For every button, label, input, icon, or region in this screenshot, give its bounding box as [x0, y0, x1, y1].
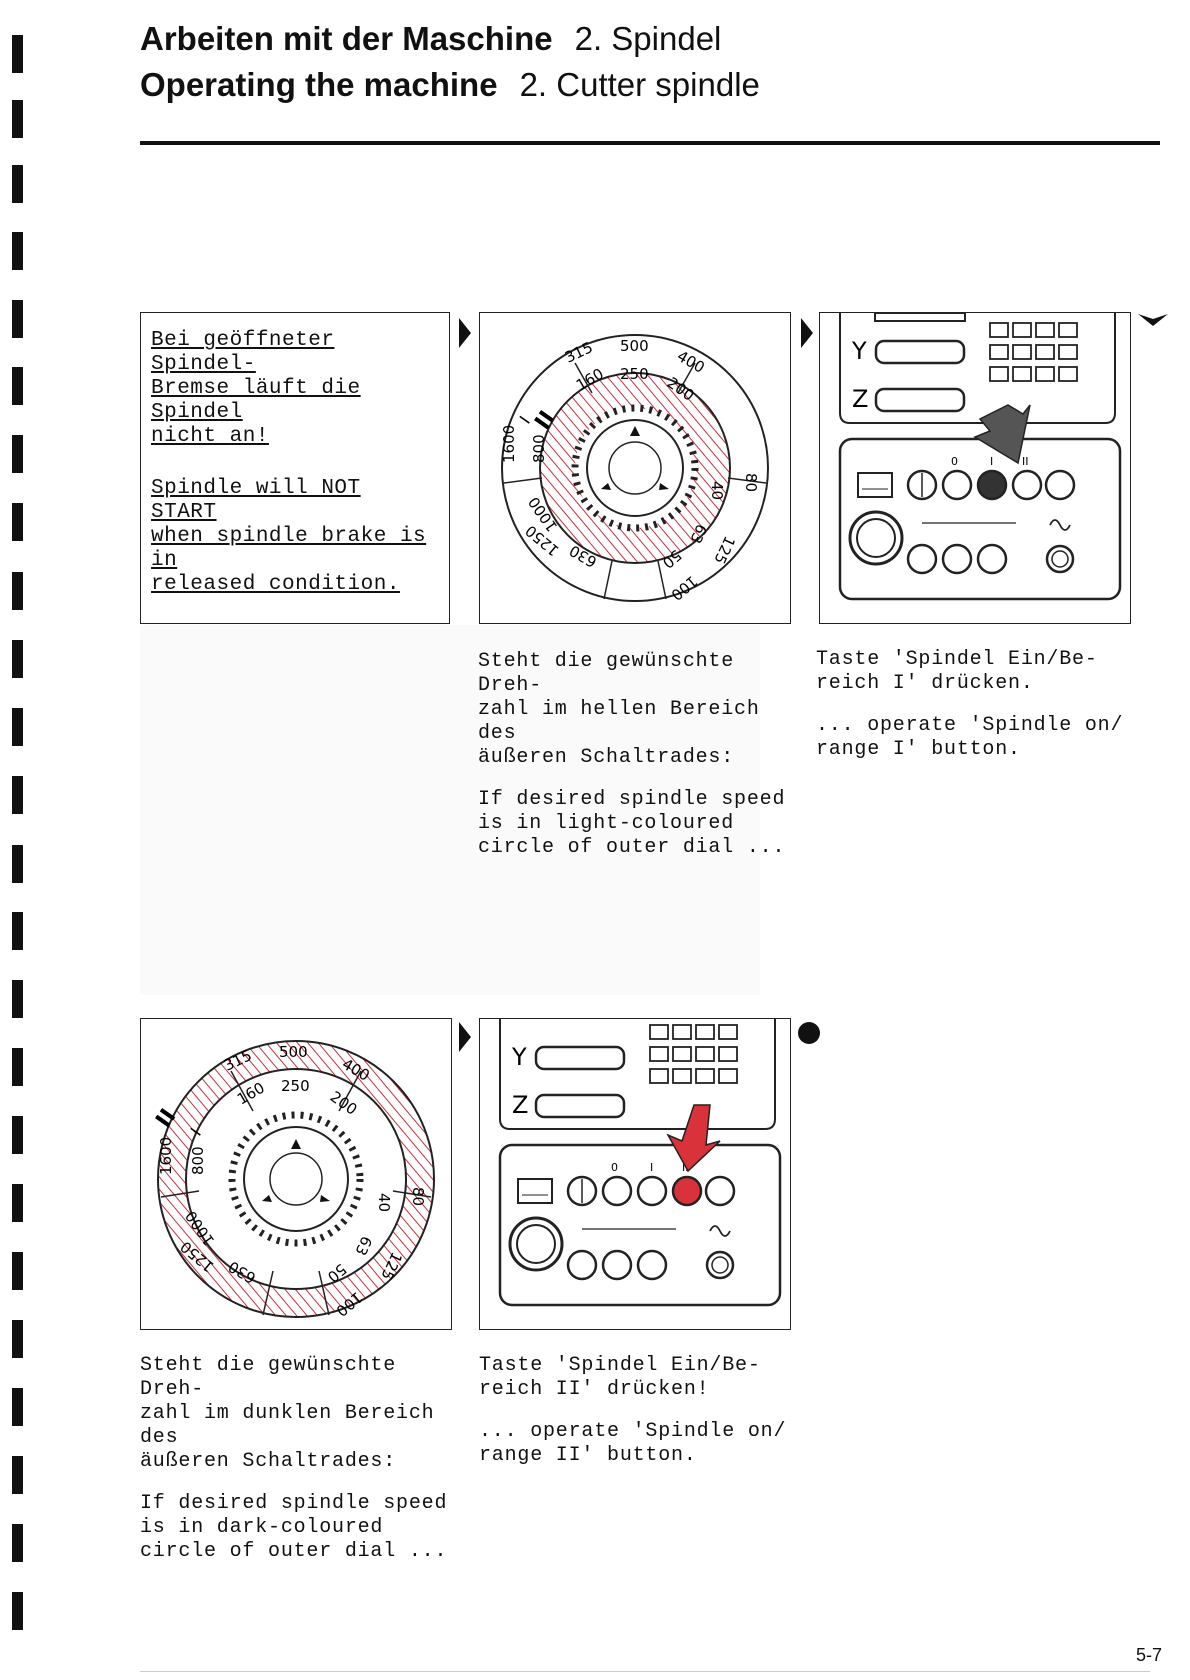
heading-english: Operating the machine 2. Cutter spindle	[140, 66, 760, 104]
end-marker-dot-icon	[798, 1022, 820, 1044]
caption-light-en-2: is in light-coloured	[478, 812, 735, 835]
heading-german-title: Arbeiten mit der Maschine	[140, 20, 553, 57]
caption-light-de-2: zahl im hellen Bereich des	[478, 698, 760, 745]
caption-light-de-1: Steht die gewünschte Dreh-	[478, 650, 735, 697]
dial-label: 80	[742, 473, 760, 492]
caption-dark-de-2: zahl im dunklen Bereich des	[140, 1402, 435, 1449]
page-number: 5-7	[1135, 1645, 1162, 1665]
axis-z-label: Z	[512, 1091, 528, 1119]
caption-dark-dial: Steht die gewünschte Dreh-zahl im dunkle…	[140, 1354, 460, 1582]
caption-light-en-3: circle of outer dial ...	[478, 836, 786, 859]
caption-range2-en-1: ... operate 'Spindle on/	[479, 1420, 787, 1443]
axis-y-label: Y	[851, 337, 867, 365]
dial-label: 40	[708, 481, 726, 500]
dial-label: 80	[409, 1187, 427, 1206]
heading-german: Arbeiten mit der Maschine 2. Spindel	[140, 20, 721, 58]
position-one-label: I	[650, 1161, 653, 1174]
notice-en-line-3: released condition.	[151, 573, 400, 596]
dial-label: 1600	[500, 425, 518, 463]
axis-z-label: Z	[852, 385, 868, 413]
position-zero-label: 0	[951, 455, 958, 468]
caption-light-de-3: äußeren Schaltrades:	[478, 746, 735, 769]
caption-range-one: Taste 'Spindel Ein/Be-reich I' drücken. …	[816, 648, 1136, 780]
dial-label: 250	[281, 1077, 310, 1095]
caption-range2-de-2: reich II' drücken!	[479, 1378, 710, 1401]
control-panel-range-two: Y Z 0 I II	[479, 1018, 791, 1330]
footer-line	[140, 1671, 1150, 1672]
notice-de-line-1: Bei geöffneter Spindel-	[151, 329, 335, 376]
continue-down-arrow-icon	[1138, 314, 1168, 326]
dial-label: 250	[620, 365, 649, 383]
next-step-arrow-icon	[801, 318, 813, 348]
position-one-label: I	[990, 455, 993, 468]
dial-label: 1600	[157, 1137, 175, 1175]
next-step-arrow-icon	[459, 1022, 471, 1052]
control-panel-range-one-diagram: Y Z 0 I II	[838, 313, 1122, 601]
caption-dark-de-3: äußeren Schaltrades:	[140, 1450, 397, 1473]
caption-dark-de-1: Steht die gewünschte Dreh-	[140, 1354, 397, 1401]
next-step-arrow-icon	[459, 318, 471, 348]
heading-german-section: 2. Spindel	[574, 20, 722, 57]
heading-english-title: Operating the machine	[140, 66, 498, 103]
caption-range1-en-1: ... operate 'Spindle on/	[816, 714, 1124, 737]
speed-dial-light-diagram: 315 500 400 80 125 100 1250 1600 160 250…	[500, 334, 769, 604]
caption-light-dial: Steht die gewünschte Dreh-zahl im hellen…	[478, 650, 798, 878]
dial-panel-light: 315 500 400 80 125 100 1250 1600 160 250…	[479, 312, 791, 624]
caption-range-two: Taste 'Spindel Ein/Be-reich II' drücken!…	[479, 1354, 799, 1486]
position-zero-label: 0	[611, 1161, 618, 1174]
header-rule	[140, 141, 1160, 145]
caption-range2-en-2: range II' button.	[479, 1444, 697, 1467]
control-panel-range-two-diagram: Y Z 0 I II	[498, 1019, 782, 1307]
heading-english-section: 2. Cutter spindle	[519, 66, 760, 103]
caption-dark-en-2: is in dark-coloured	[140, 1516, 384, 1539]
caption-range1-de-2: reich I' drücken.	[816, 672, 1034, 695]
dial-label: 500	[620, 337, 649, 355]
notice-en-line-1: Spindle will NOT START	[151, 477, 361, 524]
control-panel-range-one: Y Z 0 I II	[819, 312, 1131, 624]
dial-label: 800	[189, 1146, 207, 1175]
caption-light-en-1: If desired spindle speed	[478, 788, 786, 811]
caption-range1-en-2: range I' button.	[816, 738, 1021, 761]
dial-panel-dark: 315 500 400 80 125 100 1250 1600 160 250…	[140, 1018, 452, 1330]
position-two-label: II	[1022, 455, 1029, 468]
dial-label: 40	[375, 1193, 393, 1212]
brake-notice-panel: Bei geöffneter Spindel- Bremse läuft die…	[140, 312, 450, 624]
caption-range1-de-1: Taste 'Spindel Ein/Be-	[816, 648, 1098, 671]
caption-range2-de-1: Taste 'Spindel Ein/Be-	[479, 1354, 761, 1377]
speed-dial-dark-diagram: 315 500 400 80 125 100 1250 1600 160 250…	[151, 1040, 435, 1320]
dial-label: 800	[530, 434, 548, 463]
axis-y-label: Y	[511, 1043, 527, 1071]
caption-dark-en-1: If desired spindle speed	[140, 1492, 448, 1515]
notice-de-line-2: Bremse läuft die Spindel	[151, 377, 361, 424]
dial-label: 500	[279, 1043, 308, 1061]
notice-de-line-3: nicht an!	[151, 425, 269, 448]
faint-background-area	[140, 625, 760, 995]
notice-en-line-2: when spindle brake is in	[151, 525, 427, 572]
caption-dark-en-3: circle of outer dial ...	[140, 1540, 448, 1563]
